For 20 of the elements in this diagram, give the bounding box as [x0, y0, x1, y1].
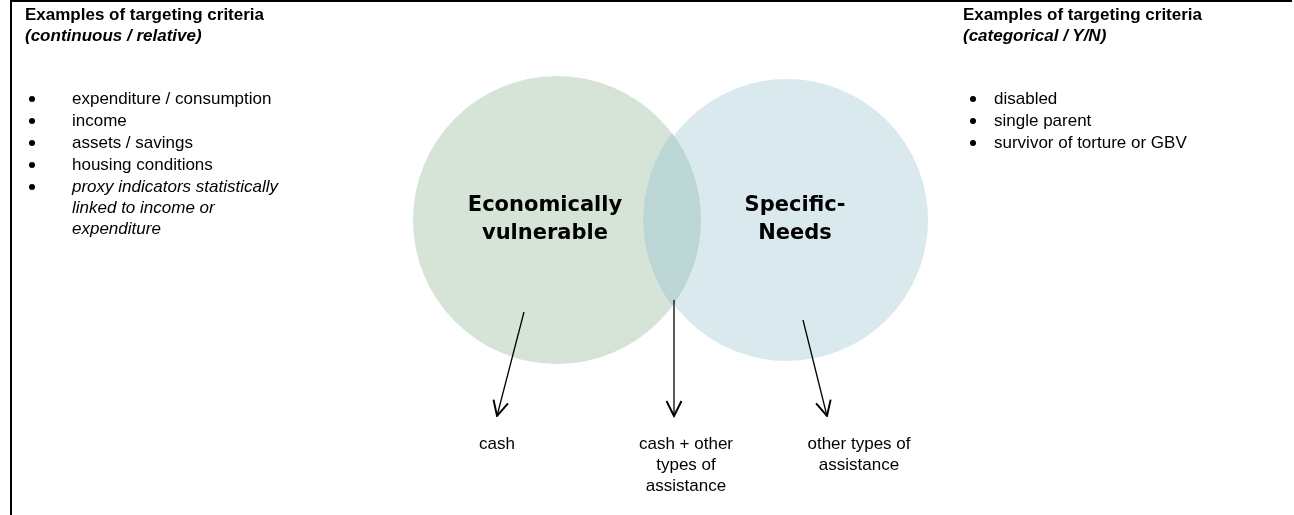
list-item: income	[72, 110, 128, 131]
arrow	[665, 299, 683, 417]
outcome-label: other types of assistance	[784, 433, 934, 475]
list-item: single parent	[994, 110, 1093, 131]
list-item: disabled	[994, 88, 1059, 109]
list-item: housing conditions	[72, 154, 214, 175]
list-item: survivor of torture or GBV	[994, 132, 1188, 153]
list-item: assets / savings	[72, 132, 194, 153]
heading: (continuous / relative)	[25, 25, 203, 46]
outcome-label: cash + other types of assistance	[630, 433, 742, 496]
heading: (categorical / Y/N)	[963, 25, 1108, 46]
circle-label: Specific-Needs	[743, 191, 847, 246]
list-item: proxy indicators statistically linked to income or expenditure	[72, 176, 280, 239]
heading: Examples of targeting criteria	[963, 4, 1204, 25]
arrow	[802, 319, 832, 417]
heading: Examples of targeting criteria	[25, 4, 266, 25]
list-item: expenditure / consumption	[72, 88, 273, 109]
outcome-label: cash	[452, 433, 542, 454]
circle-label: Economically vulnerable	[466, 191, 624, 246]
arrow	[492, 311, 525, 417]
